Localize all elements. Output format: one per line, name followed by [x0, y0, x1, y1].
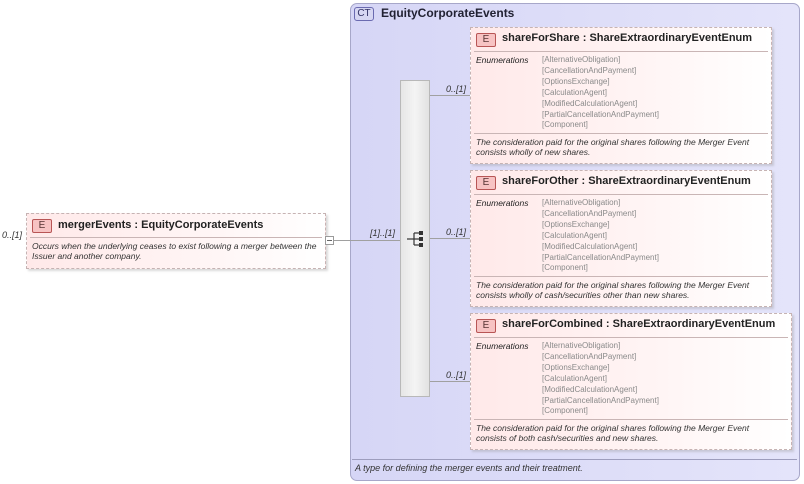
element-badge: E — [476, 319, 496, 333]
connector-root-sequence — [334, 240, 400, 241]
share-for-share-box[interactable] — [470, 27, 772, 164]
share-for-other-cardinality: 0..[1] — [446, 227, 467, 237]
share-for-share-title: shareForShare : ShareExtraordinaryEventE… — [502, 32, 753, 44]
root-element-title: mergerEvents : EquityCorporateEvents — [58, 219, 264, 231]
share-for-other-title: shareForOther : ShareExtraordinaryEventE… — [502, 175, 751, 187]
share-for-combined-separator — [474, 337, 788, 338]
complex-type-title: EquityCorporateEvents — [381, 6, 515, 20]
complex-type-documentation: A type for defining the merger events an… — [355, 463, 583, 473]
element-badge: E — [476, 176, 496, 190]
share-for-other-documentation: The consideration paid for the original … — [476, 280, 750, 300]
share-for-share-cardinality: 0..[1] — [446, 84, 467, 94]
share-for-other-doc-separator — [474, 276, 768, 277]
root-cardinality: 0..[1] — [2, 230, 23, 240]
share-for-combined-enum-label: Enumerations — [476, 341, 529, 351]
root-element-documentation: Occurs when the underlying ceases to exi… — [32, 241, 317, 261]
share-for-other-enum-list: [AlternativeObligation] [CancellationAnd… — [542, 198, 659, 273]
collapse-toggle[interactable] — [325, 236, 334, 245]
share-for-other-box[interactable] — [470, 170, 772, 307]
share-for-share-enum-list: [AlternativeObligation] [CancellationAnd… — [542, 55, 659, 130]
share-for-share-enum-label: Enumerations — [476, 55, 529, 65]
sequence-cardinality: [1]..[1] — [370, 228, 396, 238]
share-for-share-documentation: The consideration paid for the original … — [476, 137, 750, 157]
complex-type-separator — [352, 459, 797, 460]
element-badge: E — [32, 219, 52, 233]
share-for-other-separator — [474, 194, 768, 195]
share-for-share-doc-separator — [474, 133, 768, 134]
share-for-combined-box[interactable] — [470, 313, 792, 450]
share-for-combined-title: shareForCombined : ShareExtraordinaryEve… — [502, 318, 776, 330]
root-element-box[interactable] — [26, 213, 326, 269]
share-for-combined-documentation: The consideration paid for the original … — [476, 423, 750, 443]
connector-share-for-share — [430, 95, 470, 96]
sequence-icon — [407, 231, 423, 247]
share-for-combined-enum-list: [AlternativeObligation] [CancellationAnd… — [542, 341, 659, 416]
element-badge: E — [476, 33, 496, 47]
connector-share-for-other — [430, 238, 470, 239]
connector-share-for-combined — [430, 381, 470, 382]
root-element-separator — [30, 237, 322, 238]
complex-type-badge: CT — [354, 7, 374, 21]
share-for-combined-doc-separator — [474, 419, 788, 420]
share-for-share-separator — [474, 51, 768, 52]
share-for-other-enum-label: Enumerations — [476, 198, 529, 208]
share-for-combined-cardinality: 0..[1] — [446, 370, 467, 380]
